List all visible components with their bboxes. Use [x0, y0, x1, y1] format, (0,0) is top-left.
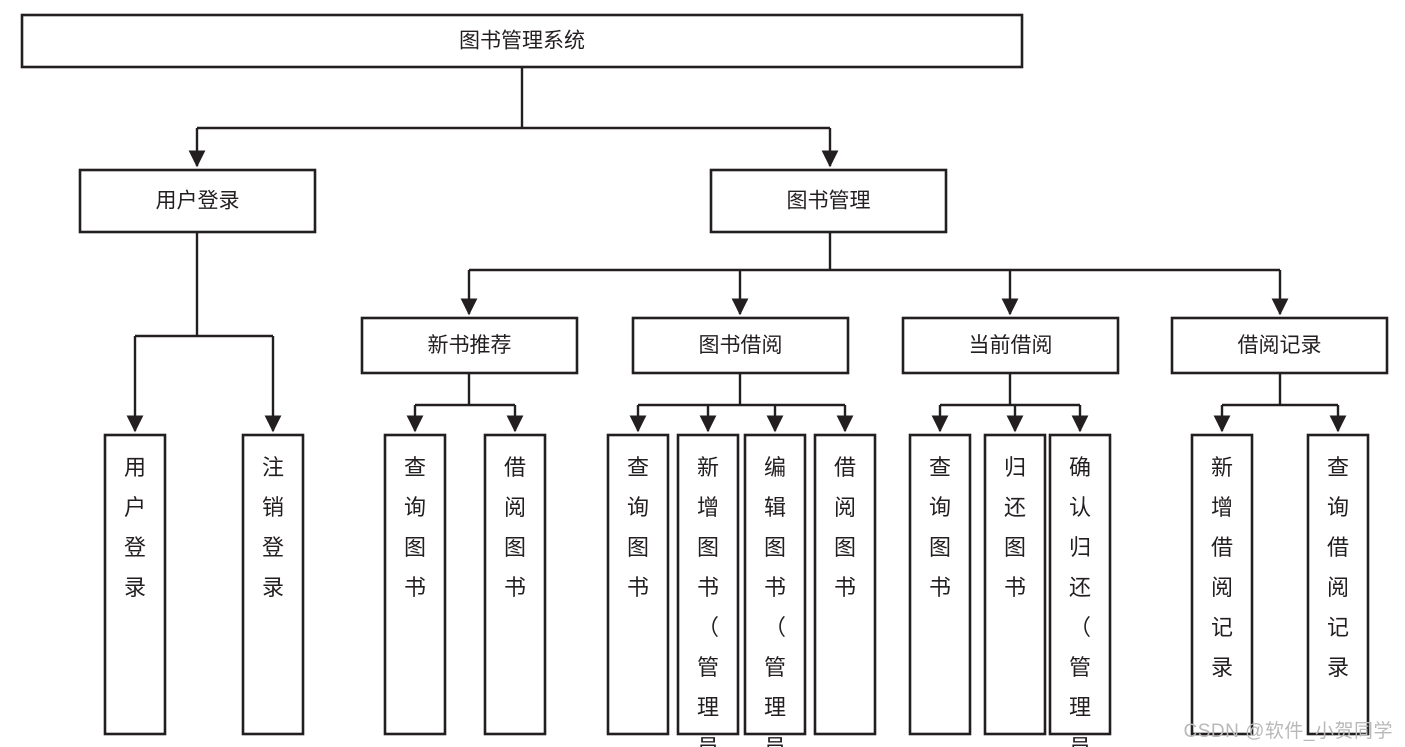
- node-box-book-manage: [709, 168, 948, 234]
- node-leaf-user-logout[interactable]: 注销登录: [241, 433, 305, 736]
- node-box-leaf-record-add: [1190, 433, 1254, 736]
- node-box-book-borrow: [631, 316, 850, 375]
- node-box-leaf-borrow-add-book: [676, 433, 740, 736]
- node-label-leaf-borrow-borrow-book: 借阅图书: [834, 455, 856, 600]
- node-leaf-borrow-query-book[interactable]: 查询图书: [606, 433, 670, 736]
- node-label-leaf-record-add: 新增借阅记录: [1211, 455, 1233, 680]
- node-leaf-borrow-edit-book[interactable]: 编辑图书（管理员）: [743, 433, 807, 747]
- node-box-borrow-record: [1170, 316, 1389, 375]
- node-box-leaf-current-confirm-return: [1048, 433, 1112, 736]
- node-label-leaf-borrow-add-book: 新增图书（管理员）: [697, 455, 719, 747]
- node-label-leaf-current-return-book: 归还图书: [1004, 455, 1026, 600]
- node-label-new-book-rec: 新书推荐: [428, 334, 512, 357]
- node-label-leaf-rec-query-book: 查询图书: [404, 455, 426, 600]
- node-box-leaf-rec-query-book: [383, 433, 447, 736]
- node-root[interactable]: 图书管理系统: [20, 13, 1024, 69]
- node-borrow-record[interactable]: 借阅记录: [1170, 316, 1389, 375]
- node-leaf-current-query-book[interactable]: 查询图书: [908, 433, 972, 736]
- node-leaf-borrow-add-book[interactable]: 新增图书（管理员）: [676, 433, 740, 747]
- node-new-book-rec[interactable]: 新书推荐: [360, 316, 579, 375]
- node-box-leaf-current-query-book: [908, 433, 972, 736]
- node-box-leaf-borrow-query-book: [606, 433, 670, 736]
- node-leaf-current-confirm-return[interactable]: 确认归还（管理员）: [1048, 433, 1112, 747]
- node-label-user-login: 用户登录: [156, 190, 240, 213]
- node-label-leaf-borrow-edit-book: 编辑图书（管理员）: [764, 455, 786, 747]
- node-leaf-current-return-book[interactable]: 归还图书: [983, 433, 1047, 736]
- node-leaf-rec-query-book[interactable]: 查询图书: [383, 433, 447, 736]
- node-group: 图书管理系统用户登录图书管理新书推荐图书借阅当前借阅借阅记录用户登录注销登录查询…: [20, 13, 1389, 747]
- node-box-root: [20, 13, 1024, 69]
- node-book-borrow[interactable]: 图书借阅: [631, 316, 850, 375]
- node-label-root: 图书管理系统: [459, 30, 585, 53]
- node-label-book-manage: 图书管理: [787, 190, 871, 213]
- node-label-leaf-borrow-query-book: 查询图书: [627, 455, 649, 600]
- node-box-leaf-user-logout: [241, 433, 305, 736]
- node-box-leaf-borrow-borrow-book: [813, 433, 877, 736]
- node-label-current-borrow: 当前借阅: [969, 334, 1053, 357]
- node-box-current-borrow: [901, 316, 1120, 375]
- node-box-leaf-borrow-edit-book: [743, 433, 807, 736]
- edge-group: [126, 67, 1347, 433]
- node-label-leaf-record-query: 查询借阅记录: [1327, 455, 1349, 680]
- node-leaf-record-add[interactable]: 新增借阅记录: [1190, 433, 1254, 736]
- node-label-borrow-record: 借阅记录: [1238, 334, 1322, 357]
- node-label-leaf-current-confirm-return: 确认归还（管理员）: [1069, 455, 1091, 747]
- node-label-leaf-user-login: 用户登录: [124, 455, 146, 600]
- node-label-leaf-rec-borrow-book: 借阅图书: [504, 455, 526, 600]
- node-leaf-rec-borrow-book[interactable]: 借阅图书: [483, 433, 547, 736]
- node-user-login[interactable]: 用户登录: [78, 168, 317, 234]
- node-label-leaf-user-logout: 注销登录: [262, 455, 284, 600]
- node-leaf-borrow-borrow-book[interactable]: 借阅图书: [813, 433, 877, 736]
- node-box-leaf-record-query: [1306, 433, 1370, 736]
- node-book-manage[interactable]: 图书管理: [709, 168, 948, 234]
- node-label-book-borrow: 图书借阅: [699, 334, 783, 357]
- node-box-leaf-user-login: [103, 433, 167, 736]
- node-box-new-book-rec: [360, 316, 579, 375]
- node-box-leaf-current-return-book: [983, 433, 1047, 736]
- node-box-user-login: [78, 168, 317, 234]
- node-leaf-user-login[interactable]: 用户登录: [103, 433, 167, 736]
- node-label-leaf-current-query-book: 查询图书: [929, 455, 951, 600]
- node-box-leaf-rec-borrow-book: [483, 433, 547, 736]
- watermark-text: CSDN @软件_小贺同学: [1183, 721, 1393, 742]
- node-leaf-record-query[interactable]: 查询借阅记录: [1306, 433, 1370, 736]
- node-current-borrow[interactable]: 当前借阅: [901, 316, 1120, 375]
